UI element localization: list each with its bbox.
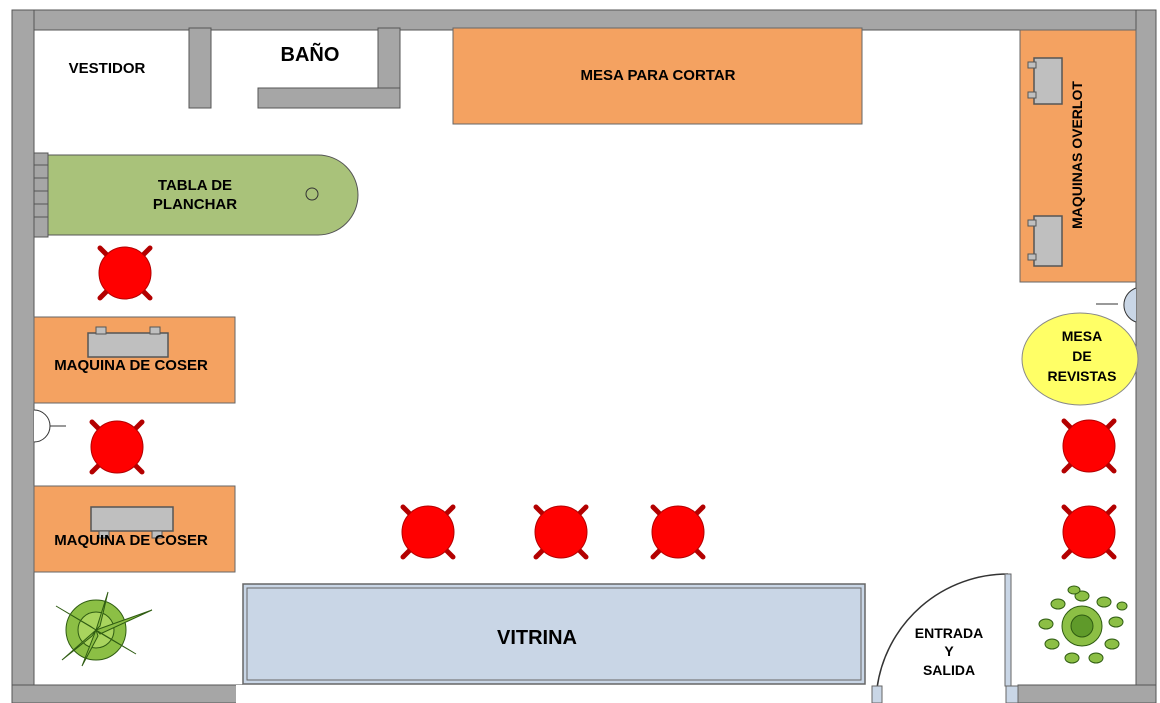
bottom-wall-right: [1017, 684, 1157, 703]
entrance-door-leaf: [1004, 573, 1012, 687]
magazine-table-label-3: REVISTAS: [1048, 368, 1117, 384]
overlock-machine-bottom: [1027, 215, 1063, 267]
bano-label: BAÑO: [281, 43, 340, 66]
entrance-label-2: Y: [944, 643, 954, 659]
round-chair-icon: [402, 506, 454, 558]
round-chair-icon: [91, 421, 143, 473]
showcase-label: VITRINA: [497, 627, 577, 649]
right-wall: [1135, 9, 1157, 703]
round-chair-icon: [535, 506, 587, 558]
ironing-board: [33, 152, 359, 238]
sewing-table-1-label: MAQUINA DE COSER: [54, 357, 208, 374]
entrance-label-1: ENTRADA: [915, 625, 983, 641]
bathroom-wall-bottom: [257, 87, 401, 109]
entrance-label-3: SALIDA: [923, 662, 975, 678]
magazine-table-label-2: DE: [1072, 348, 1091, 364]
potted-plant-icon: [55, 591, 153, 667]
magazine-table: [1021, 312, 1139, 406]
overlock-machine-top: [1027, 57, 1063, 105]
sewing-machine-icon: [90, 506, 174, 532]
door-icon: [876, 573, 1009, 689]
bottom-opening: [236, 685, 866, 703]
potted-plant-icon: [1038, 585, 1128, 664]
sewing-machine-icon: [1033, 215, 1063, 267]
sewing-table-1: [33, 316, 236, 404]
round-chair-icon: [99, 247, 151, 299]
sewing-machine-1: [87, 326, 169, 358]
cutting-table-label: MESA PARA CORTAR: [581, 67, 736, 84]
door-icon: [1096, 287, 1137, 323]
round-chair-icon: [1063, 420, 1115, 472]
overlock-label: MAQUINAS OVERLOT: [1069, 81, 1085, 229]
top-wall: [11, 9, 1157, 31]
sewing-machine-icon: [87, 332, 169, 358]
vestidor-label: VESTIDOR: [69, 60, 146, 77]
showcase-inner: [246, 587, 862, 681]
cutting-table: [452, 27, 863, 125]
showcase: [242, 583, 866, 685]
round-chair-icon: [652, 506, 704, 558]
sewing-machine-2: [90, 506, 174, 539]
sewing-machine-icon: [1033, 57, 1063, 105]
entrance-door: [871, 573, 1019, 703]
bottom-wall-left: [11, 684, 243, 703]
ironing-board-label-2: PLANCHAR: [153, 196, 237, 213]
bathroom-walls: [188, 27, 401, 109]
ironing-board-label-1: TABLA DE: [158, 177, 232, 194]
door-icon: [33, 409, 66, 443]
left-wall: [11, 9, 35, 703]
magazine-table-label-1: MESA: [1062, 328, 1102, 344]
round-chair-icon: [1063, 506, 1115, 558]
bathroom-wall-left: [188, 27, 212, 109]
sewing-table-2-label: MAQUINA DE COSER: [54, 532, 208, 549]
